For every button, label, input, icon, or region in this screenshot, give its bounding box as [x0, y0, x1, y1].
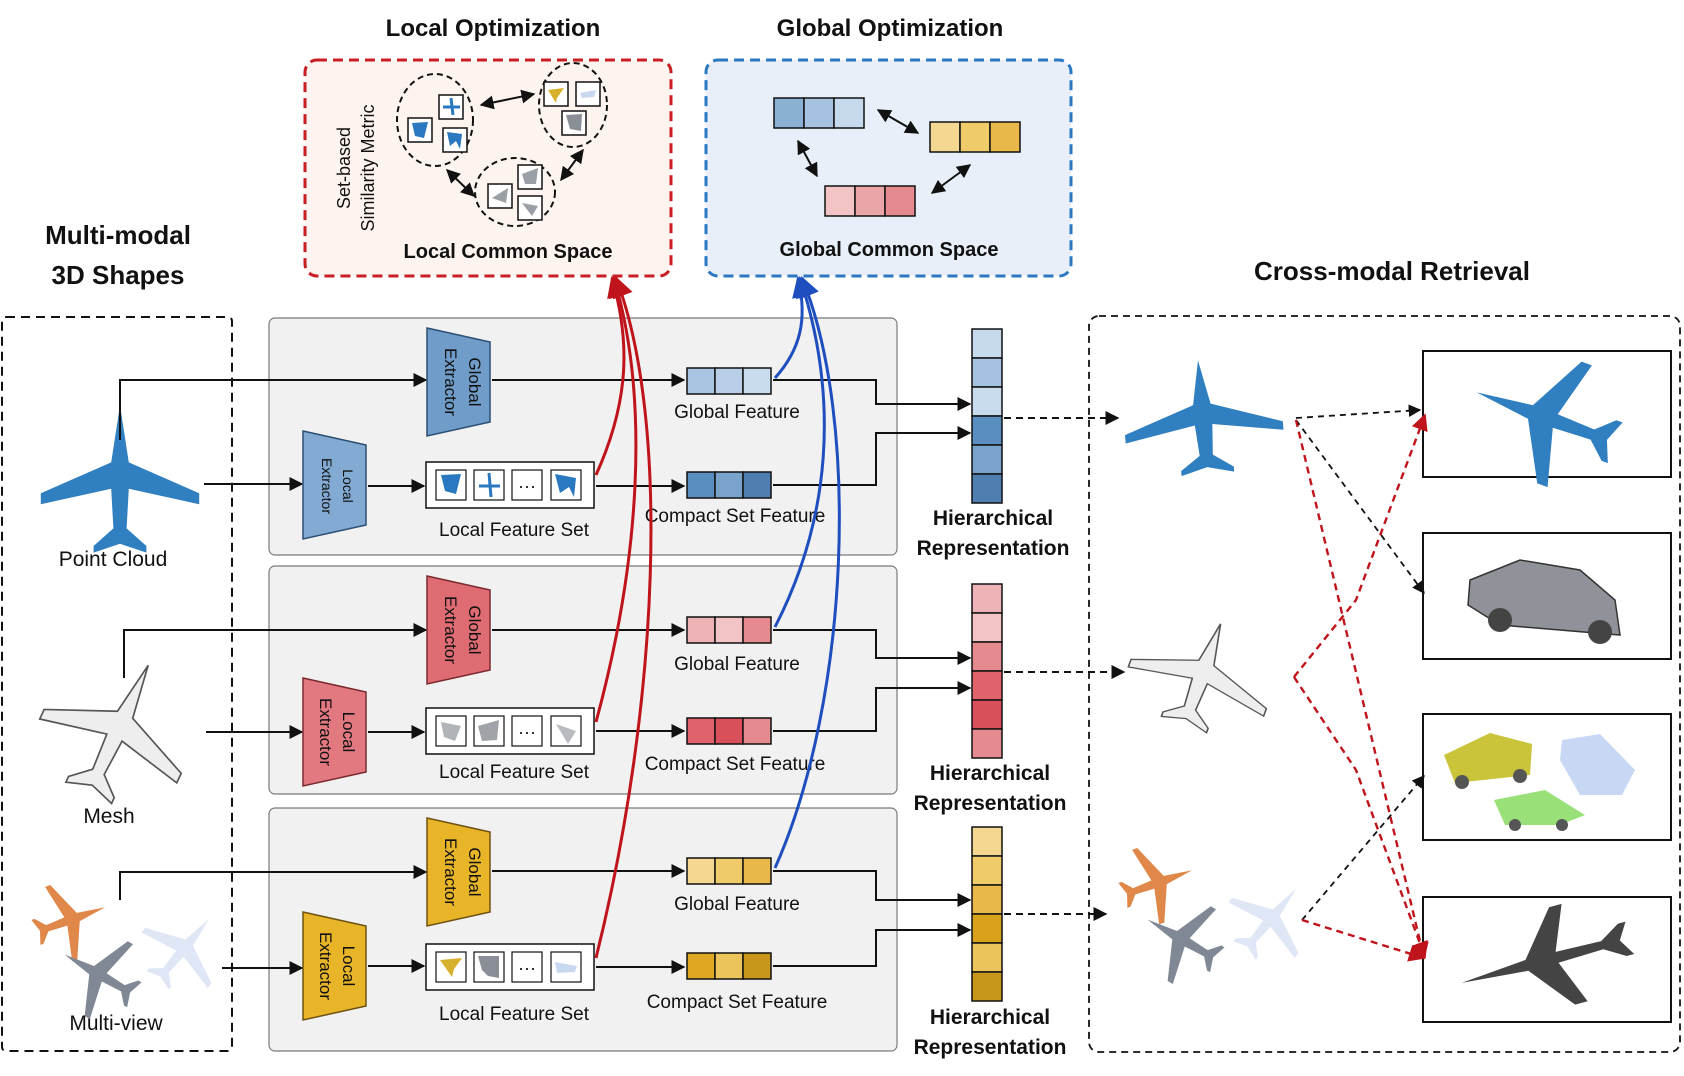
modality-mesh: Mesh — [83, 805, 134, 828]
input-to-global-extractor-mesh — [123, 623, 428, 678]
hierarchical-representation-mesh — [971, 583, 1003, 759]
similarity-metric-label: Similarity Metric — [358, 104, 378, 231]
local-optimization-arrows — [594, 275, 653, 959]
global-to-hier-pc — [773, 379, 972, 411]
local-extractor-mesh — [302, 677, 367, 787]
result-car-mesh-icon — [1467, 559, 1621, 644]
local-feature-set-label-mv: Local Feature Set — [439, 1004, 590, 1025]
global-space-red-vector — [824, 185, 916, 217]
local-extractor-mesh-label1: Local — [339, 712, 358, 753]
compact-to-hier-mv — [773, 923, 972, 967]
global-feature-pc — [686, 367, 772, 395]
hier-label1-mesh: Hierarchical — [930, 762, 1050, 785]
local-extractor-pc — [302, 430, 367, 540]
cross-modal-retrieval-title: Cross-modal Retrieval — [1254, 256, 1530, 286]
compact-set-feature-mv — [686, 952, 772, 980]
global-extractor-mesh — [426, 575, 491, 685]
local-cluster-arrow-left — [445, 169, 476, 197]
local-extractor-pc-label1: Local — [340, 469, 356, 502]
global-extractor-mv — [426, 817, 491, 927]
set-item — [511, 951, 543, 983]
local-cluster-arrow-top — [479, 89, 536, 110]
local-extractor-mv-label1: Local — [339, 946, 358, 987]
local-extractor-pc-label2: Extractor — [319, 458, 335, 514]
retrieval-black-arrows — [1295, 404, 1425, 921]
modality-point-cloud: Point Cloud — [59, 548, 168, 571]
global-to-hier-mesh — [773, 629, 972, 665]
global-arrow-blue-gold — [876, 109, 920, 134]
local-feature-set-label-pc: Local Feature Set — [439, 520, 590, 541]
global-to-hier-mv — [773, 870, 972, 907]
multi-view-planes-icon — [22, 869, 243, 1033]
local-set-clusters — [396, 62, 608, 227]
hierarchical-representation-pc — [971, 328, 1003, 504]
hier-label2-pc: Representation — [917, 537, 1070, 560]
global-space-blue-vector — [773, 97, 865, 129]
local-optimization-title: Local Optimization — [386, 15, 601, 42]
compact-to-hier-pc — [773, 426, 972, 486]
global-space-gold-vector — [929, 121, 1021, 153]
mesh-plane-icon — [19, 632, 218, 826]
compact-set-feature-mesh — [686, 717, 772, 745]
modalities-box — [1, 316, 233, 1052]
ellipsis: ··· — [518, 476, 536, 496]
set-item — [511, 469, 543, 501]
global-feature-mesh — [686, 616, 772, 644]
global-extractor-pc-label1: Global — [465, 357, 484, 406]
global-extractor-mv-label2: Extractor — [441, 838, 460, 906]
compact-to-hier-mesh — [773, 681, 972, 732]
ellipsis: ··· — [518, 722, 536, 742]
multimodal-title-line2: 3D Shapes — [52, 260, 185, 290]
hier-label1-mv: Hierarchical — [930, 1006, 1050, 1029]
compact-set-feature-label-mv: Compact Set Feature — [647, 992, 828, 1013]
global-extractor-pc — [426, 327, 491, 437]
modality-multi-view: Multi-view — [69, 1012, 163, 1035]
ellipsis: ··· — [518, 958, 536, 978]
global-feature-mv — [686, 857, 772, 885]
hier-label1-pc: Hierarchical — [933, 507, 1053, 530]
global-extractor-mesh-label2: Extractor — [441, 596, 460, 664]
global-common-space-caption: Global Common Space — [780, 239, 999, 261]
global-optimization-title: Global Optimization — [777, 15, 1004, 42]
global-feature-label-pc: Global Feature — [674, 402, 800, 423]
local-extractor-mv — [302, 911, 367, 1021]
compact-set-feature-label-mesh: Compact Set Feature — [645, 754, 826, 775]
query-mesh-plane-icon — [1115, 598, 1290, 751]
global-feature-label-mv: Global Feature — [674, 894, 800, 915]
local-common-space-caption: Local Common Space — [404, 241, 613, 263]
compact-set-feature-label-pc: Compact Set Feature — [645, 506, 826, 527]
global-feature-label-mesh: Global Feature — [674, 654, 800, 675]
global-extractor-mesh-label1: Global — [465, 605, 484, 654]
local-cluster-arrow-right — [560, 148, 584, 182]
multimodal-title-line1: Multi-modal — [45, 220, 191, 250]
query-point-cloud-plane-icon — [1119, 353, 1287, 481]
retrieval-red-arrows — [1293, 413, 1429, 962]
retrieval-box — [1088, 315, 1681, 1053]
input-to-global-extractor-pc — [119, 373, 428, 440]
global-extractor-mv-label1: Global — [465, 847, 484, 896]
global-arrow-blue-red — [797, 139, 818, 178]
hier-label2-mesh: Representation — [914, 792, 1067, 815]
global-optimization-arrows — [773, 275, 841, 869]
global-arrow-red-gold — [930, 164, 972, 194]
set-based-label: Set-based — [334, 127, 354, 209]
input-to-global-extractor-mv — [119, 865, 428, 900]
result-cars-multiview-icon — [1444, 733, 1635, 831]
hierarchical-representation-mv — [971, 826, 1003, 1002]
local-extractor-mv-label2: Extractor — [316, 932, 335, 1000]
set-item — [511, 715, 543, 747]
hier-label2-mv: Representation — [914, 1036, 1067, 1059]
local-extractor-mesh-label2: Extractor — [316, 698, 335, 766]
query-multi-view-planes-icon — [1109, 832, 1330, 998]
local-feature-set-label-mesh: Local Feature Set — [439, 762, 590, 783]
global-extractor-pc-label2: Extractor — [441, 348, 460, 416]
compact-set-feature-pc — [686, 471, 772, 499]
